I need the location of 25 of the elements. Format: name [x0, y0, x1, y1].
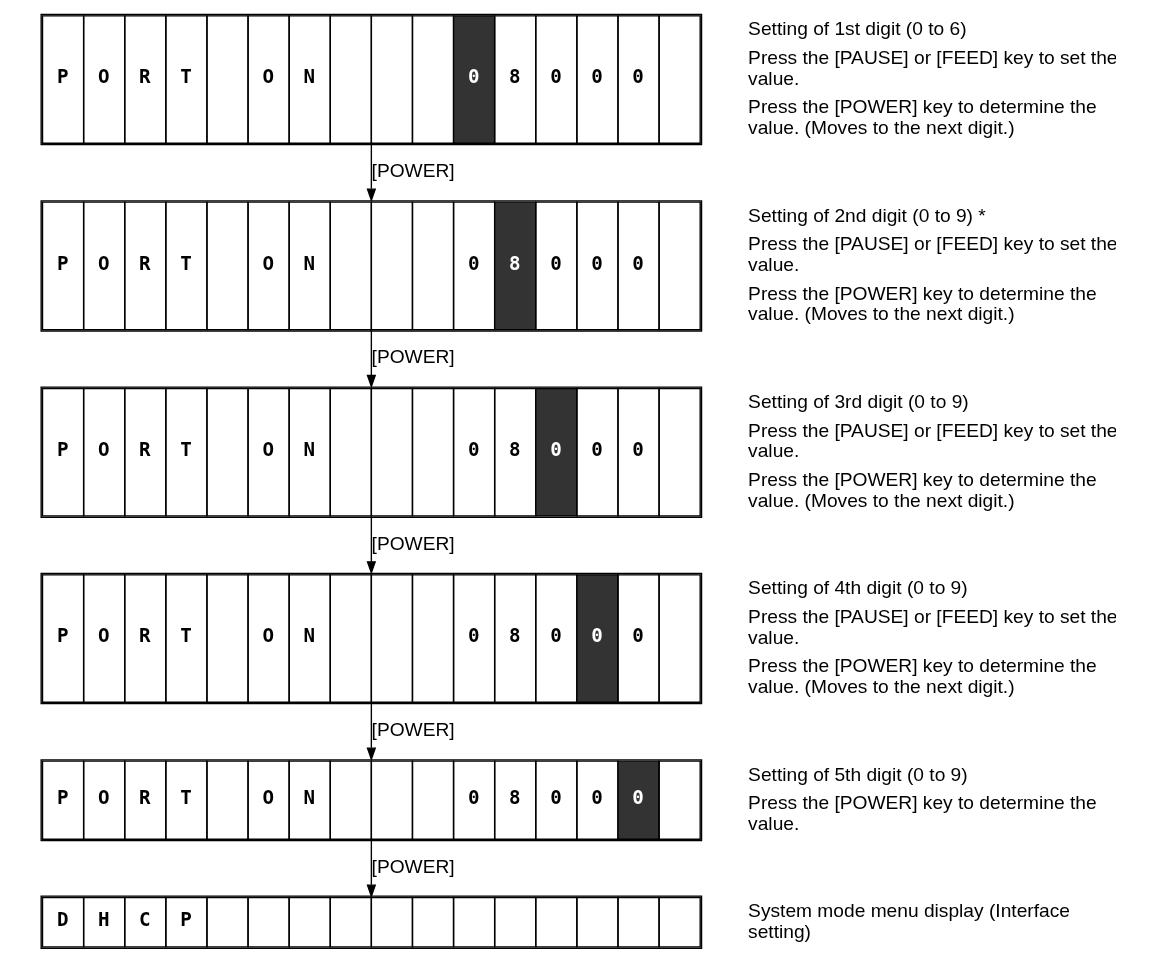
node-label: Setting of 1st digit (0 to 6)	[748, 18, 967, 40]
edge-label: [POWER]	[371, 719, 455, 741]
arrow	[366, 143, 377, 203]
node-label: Setting of 2nd digit (0 to 9) *	[748, 204, 986, 226]
edge-label: [POWER]	[371, 160, 455, 182]
node-label: Press the [PAUSE] or [FEED] key to set the value.	[748, 606, 1118, 648]
arrow	[366, 329, 377, 389]
arrow	[366, 515, 377, 575]
node-label: Press the [PAUSE] or [FEED] key to set the value.	[748, 419, 1118, 462]
node-label: Press the [POWER] key to determine the value. (Moves to the next digit.)	[748, 469, 1097, 511]
node-label: Press the [PAUSE] or [FEED] key to set the value.	[748, 47, 1118, 89]
node-label: Press the [POWER] key to determine the value.	[748, 792, 1097, 834]
node-label: Press the [PAUSE] or [FEED] key to set the value.	[748, 233, 1118, 275]
edge-label: [POWER]	[371, 856, 455, 878]
node-label: Press the [POWER] key to determine the value. (Moves to the next digit.)	[748, 96, 1097, 138]
edge-label: [POWER]	[371, 346, 455, 368]
edge-label: [POWER]	[371, 532, 455, 554]
node-label: System mode menu display (Interface setting)	[748, 899, 1070, 942]
node-label: Setting of 5th digit (0 to 9)	[748, 763, 968, 785]
arrow	[366, 839, 377, 899]
arrow	[366, 702, 377, 762]
node-label: Setting of 3rd digit (0 to 9)	[748, 390, 969, 412]
node-label: Press the [POWER] key to determine the value. (Moves to the next digit.)	[748, 282, 1097, 325]
node-label: Press the [POWER] key to determine the value. (Moves to the next digit.)	[748, 655, 1097, 697]
node-label: Setting of 4th digit (0 to 9)	[748, 577, 968, 599]
